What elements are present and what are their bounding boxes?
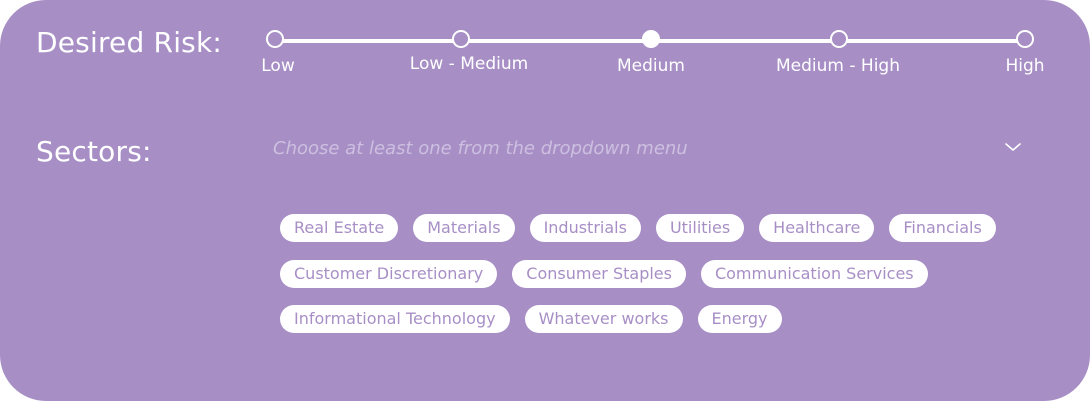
risk-stop-high[interactable]: [1016, 30, 1034, 48]
sector-chip-healthcare[interactable]: Healthcare: [759, 214, 875, 242]
sector-chip-row: Customer Discretionary Consumer Staples …: [280, 260, 943, 288]
sector-chip-row: Real Estate Materials Industrials Utilit…: [280, 214, 1011, 242]
sector-chip-utilities[interactable]: Utilities: [655, 214, 745, 242]
risk-stop-low[interactable]: [266, 30, 284, 48]
sector-chip-financials[interactable]: Financials: [889, 214, 996, 242]
sector-chip-industrials[interactable]: Industrials: [529, 214, 641, 242]
risk-label-low[interactable]: Low: [261, 56, 295, 76]
sectors-dropdown-placeholder: Choose at least one from the dropdown me…: [273, 138, 688, 159]
sector-chip-real-estate[interactable]: Real Estate: [280, 214, 399, 242]
sector-chip-whatever-works[interactable]: Whatever works: [524, 305, 683, 333]
risk-label-medium[interactable]: Medium: [617, 56, 685, 76]
sector-chip-materials[interactable]: Materials: [413, 214, 515, 242]
sector-chip-row: Informational Technology Whatever works …: [280, 305, 797, 333]
sector-chip-informational-technology[interactable]: Informational Technology: [280, 305, 510, 333]
risk-label-low-medium[interactable]: Low - Medium: [409, 54, 529, 74]
desired-risk-label: Desired Risk:: [36, 26, 223, 59]
risk-label-high[interactable]: High: [1005, 56, 1045, 76]
sector-chip-consumer-staples[interactable]: Consumer Staples: [512, 260, 686, 288]
sectors-dropdown[interactable]: Choose at least one from the dropdown me…: [262, 128, 1042, 172]
sector-chip-customer-discretionary[interactable]: Customer Discretionary: [280, 260, 498, 288]
risk-stop-medium[interactable]: [642, 30, 660, 48]
sector-chip-communication-services[interactable]: Communication Services: [700, 260, 928, 288]
sectors-label: Sectors:: [36, 135, 152, 168]
risk-label-medium-high[interactable]: Medium - High: [776, 56, 900, 76]
chevron-down-icon[interactable]: [1004, 141, 1022, 153]
risk-stop-low-medium[interactable]: [452, 30, 470, 48]
risk-stop-medium-high[interactable]: [830, 30, 848, 48]
sector-chip-energy[interactable]: Energy: [697, 305, 782, 333]
